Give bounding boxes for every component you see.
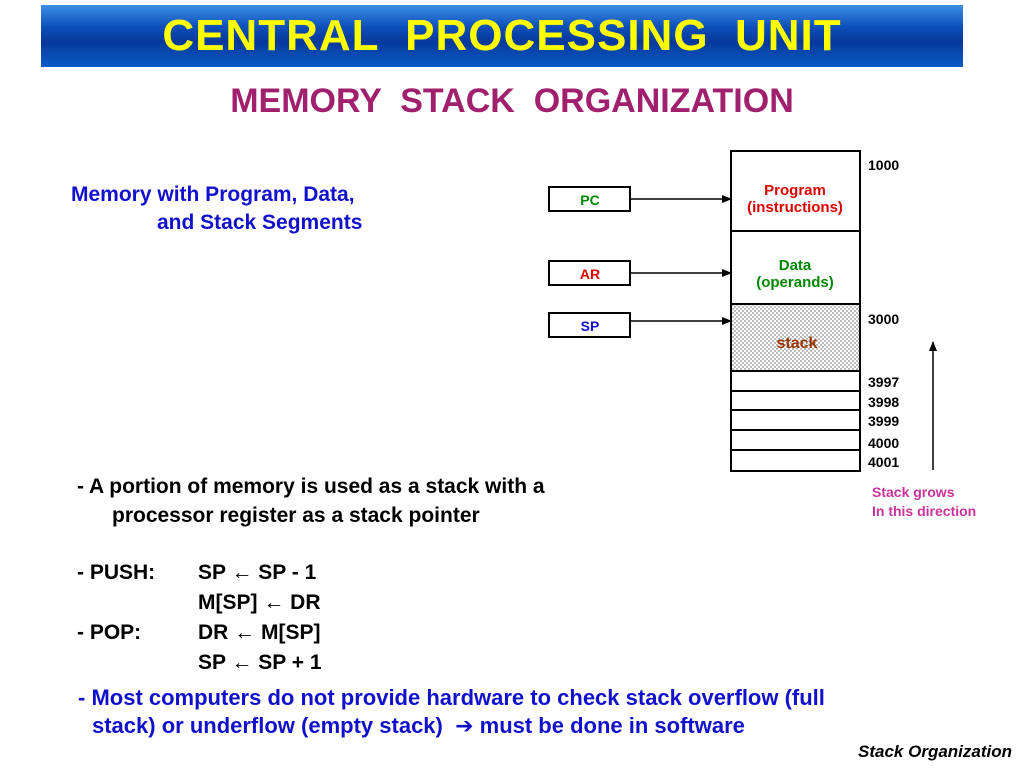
stack-slot-3998 — [730, 390, 861, 411]
address-4001: 4001 — [868, 454, 899, 470]
bullet-stack-pointer: processor register as a stack pointer — [112, 504, 480, 527]
ar-register-label: AR — [580, 266, 600, 282]
title-banner: CENTRAL PROCESSING UNIT — [41, 5, 963, 67]
data-segment-sublabel: (operands) — [756, 274, 834, 291]
address-3000: 3000 — [868, 311, 899, 327]
bullet-stack-portion: - A portion of memory is used as a stack… — [77, 475, 545, 498]
push-operation-1: SP ← SP - 1 — [198, 561, 317, 584]
pop-operation-2: SP ← SP + 1 — [198, 651, 322, 674]
pop-label: - POP: — [77, 621, 142, 644]
sp-register-label: SP — [581, 318, 600, 334]
address-3999: 3999 — [868, 413, 899, 429]
push-label: - PUSH: — [77, 561, 156, 584]
stack-slot-3997 — [730, 370, 861, 392]
description-line-1: Memory with Program, Data, — [71, 183, 355, 206]
push-operation-2: M[SP] ← DR — [198, 591, 321, 614]
stack-slot-4000 — [730, 429, 861, 451]
footer-caption: Stack Organization — [858, 742, 1012, 761]
program-segment-sublabel: (instructions) — [747, 199, 843, 216]
description-line-2: and Stack Segments — [157, 211, 363, 234]
data-segment-label: Data — [779, 257, 812, 274]
data-segment — [730, 230, 861, 305]
sp-register-box — [548, 312, 631, 338]
pc-register-label: PC — [580, 192, 599, 208]
slide-subtitle: MEMORY STACK ORGANIZATION — [230, 82, 794, 120]
address-1000: 1000 — [868, 157, 899, 173]
stack-segment — [730, 303, 861, 372]
address-3997: 3997 — [868, 374, 899, 390]
program-segment — [730, 150, 861, 232]
slide-title: CENTRAL PROCESSING UNIT — [162, 11, 842, 60]
stack-slot-4001 — [730, 449, 861, 472]
address-4000: 4000 — [868, 435, 899, 451]
overflow-note-line-1: - Most computers do not provide hardware… — [78, 685, 825, 710]
address-3998: 3998 — [868, 394, 899, 410]
pc-register-box — [548, 186, 631, 212]
pop-operation-1: DR ← M[SP] — [198, 621, 321, 644]
stack-segment-label: stack — [777, 335, 818, 352]
ar-register-box — [548, 260, 631, 286]
stack-slot-3999 — [730, 409, 861, 431]
stack-grows-label: Stack grows — [872, 484, 955, 500]
stack-direction-label: In this direction — [872, 503, 976, 519]
program-segment-label: Program — [764, 182, 826, 199]
overflow-note-line-2: stack) or underflow (empty stack) ➔ must… — [92, 713, 745, 738]
